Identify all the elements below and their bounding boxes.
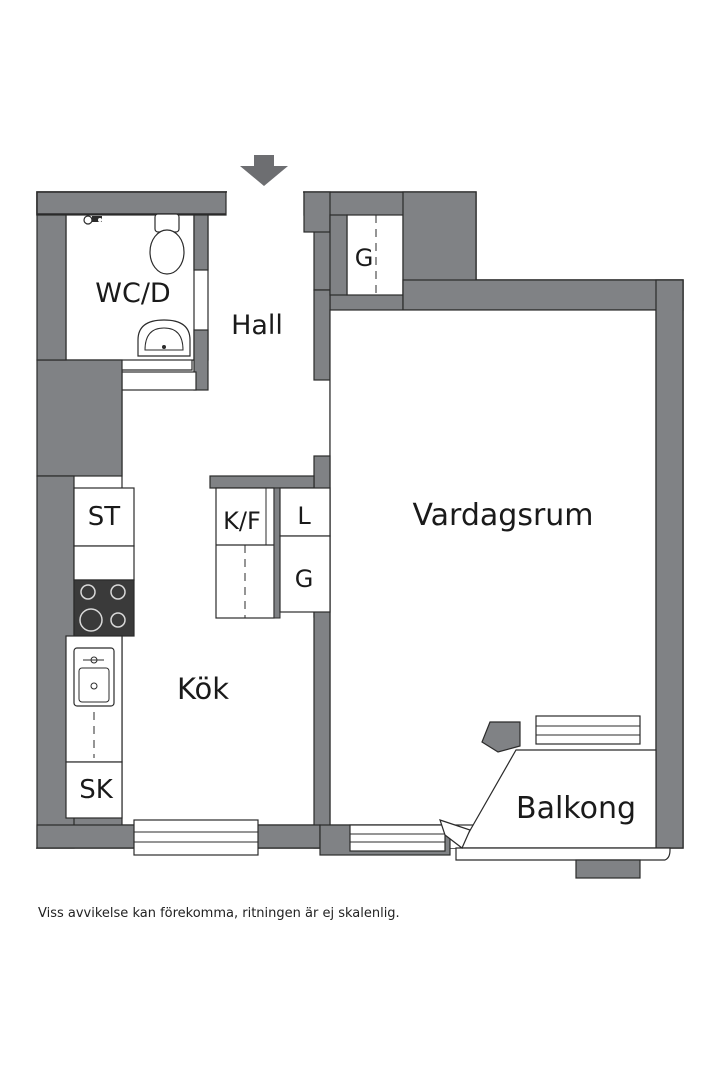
wc-wall-stub-bottom: [193, 329, 209, 391]
living-top-wall: [402, 279, 684, 311]
pantry-unit: [65, 761, 123, 819]
living-room-label: Vardagsrum: [412, 498, 593, 533]
hall-cabinet: [121, 371, 197, 391]
closet-wall: [273, 487, 281, 619]
toilet-icon: [149, 213, 185, 275]
kitchen-label: Kök: [177, 672, 229, 706]
balcony-label: Balkong: [516, 791, 636, 826]
balcony-door-frame: [439, 819, 471, 849]
wardrobe-closet: [279, 535, 331, 613]
kitchen-counter-top: [73, 545, 135, 581]
hall-wardrobe-label: G: [355, 244, 374, 272]
hall-label: Hall: [231, 310, 283, 341]
entrance-opening: [227, 190, 303, 217]
cupboard-label: ST: [88, 502, 121, 532]
linen-label: L: [297, 502, 311, 530]
wc-left-wall: [36, 214, 67, 361]
linen-closet: [279, 487, 331, 537]
shower-tap-icon: [83, 215, 102, 225]
living-right-wall: [655, 279, 684, 849]
washbasin-icon: [137, 319, 191, 357]
stove-icon: [73, 579, 135, 637]
hall-right-wall-low: [313, 289, 331, 381]
balcony-ledge: [575, 859, 641, 879]
hall-right-wall-top: [303, 191, 331, 233]
wc-label: WC/D: [95, 278, 170, 309]
hall-niche: [329, 214, 348, 296]
disclaimer-text: Viss avvikelse kan förekomma, ritningen …: [38, 906, 400, 921]
hall-left-wall: [36, 359, 123, 477]
outer-wall-left-top: [36, 191, 228, 215]
wc-wall-stub-top: [193, 214, 209, 271]
kitchen-cupboard: [73, 487, 135, 547]
kitchen-sink-icon: [73, 647, 115, 707]
living-window-right: [535, 715, 641, 745]
wardrobe-label: G: [295, 565, 314, 593]
balcony-rail: [455, 847, 671, 861]
entrance-arrow-icon: [240, 155, 288, 186]
pantry-label: SK: [79, 775, 114, 805]
kitchen-window: [133, 819, 259, 856]
closet-top-wall: [209, 475, 315, 489]
fridge-freezer-label: K/F: [223, 507, 261, 535]
balcony-wall-left: [481, 721, 521, 753]
living-window: [349, 824, 446, 852]
